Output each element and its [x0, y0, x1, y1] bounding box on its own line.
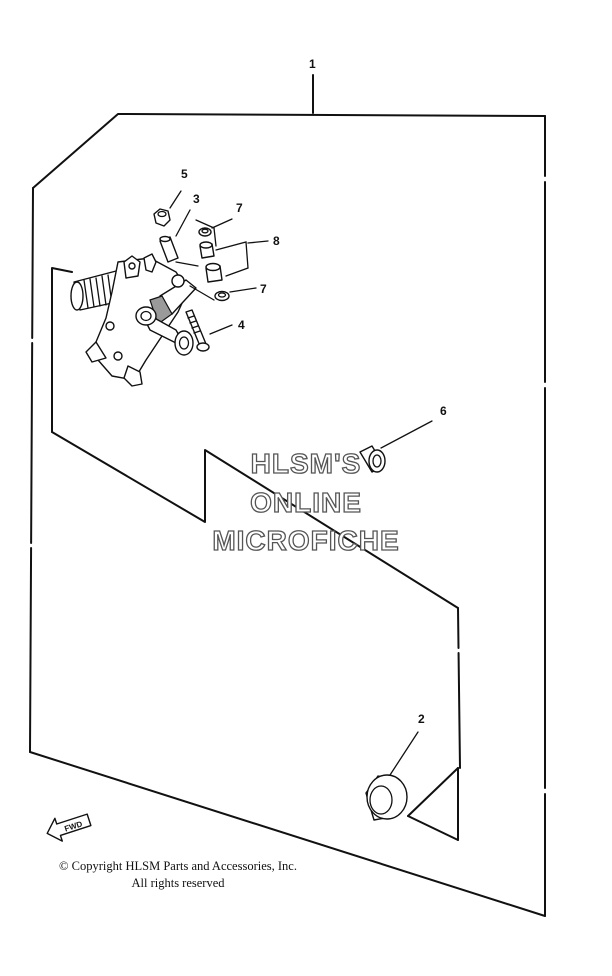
fwd-arrow-icon: FWD	[46, 813, 92, 842]
callout-4: 4	[238, 318, 245, 332]
part-8-leader	[215, 240, 269, 277]
callout-5: 5	[181, 167, 188, 181]
part-8-bushing-lower	[205, 262, 223, 283]
part-6-bushing	[359, 420, 433, 473]
part-2-cap	[365, 731, 419, 821]
bracket-assembly	[70, 253, 197, 387]
callout-1: 1	[309, 57, 316, 71]
copyright-line-2: All rights reserved	[131, 876, 225, 890]
callout-2: 2	[418, 712, 425, 726]
callout-7-lower: 7	[260, 282, 267, 296]
callout-7-upper: 7	[236, 201, 243, 215]
callout-8: 8	[273, 234, 280, 248]
callout-3: 3	[193, 192, 200, 206]
part-4-bolt	[185, 309, 233, 352]
part-7-washer-lower	[214, 287, 257, 302]
callout-6: 6	[440, 404, 447, 418]
part-3-pin	[159, 209, 191, 263]
watermark-line-3: MICROFICHE	[212, 524, 400, 556]
watermark-line-2: ONLINE	[249, 486, 362, 518]
watermark-line-1: HLSM'S	[250, 447, 362, 479]
bracket-connector-lines	[175, 219, 217, 301]
part-5-nut	[153, 190, 182, 227]
copyright-line-1: © Copyright HLSM Parts and Accessories, …	[59, 859, 297, 873]
part-8-bushing-upper	[199, 241, 215, 259]
inner-outline	[51, 267, 461, 841]
part-7-washer-upper	[198, 218, 233, 237]
kit-outline	[29, 113, 546, 917]
